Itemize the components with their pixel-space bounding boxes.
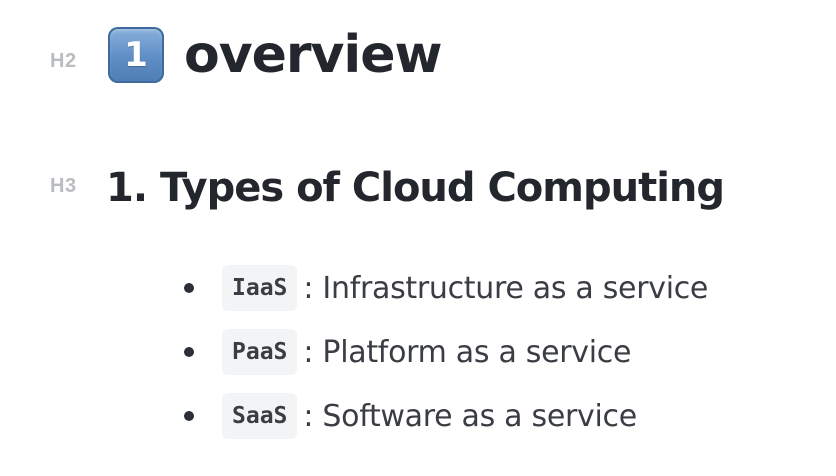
- inline-code: PaaS: [222, 329, 298, 375]
- list-item: IaaS : Infrastructure as a service: [180, 256, 708, 320]
- keycap-digit: 1: [124, 35, 148, 75]
- inline-code: IaaS: [222, 265, 298, 311]
- list-item: PaaS : Platform as a service: [180, 320, 708, 384]
- list-item-text: : Infrastructure as a service: [303, 270, 709, 306]
- section-heading: 1 overview: [108, 20, 443, 90]
- list-item-text: : Software as a service: [303, 398, 637, 434]
- inline-code: SaaS: [222, 393, 298, 439]
- bullet-icon: [184, 347, 194, 357]
- h2-marker: H2: [50, 50, 77, 72]
- bullet-icon: [184, 411, 194, 421]
- cloud-types-list: IaaS : Infrastructure as a service PaaS …: [180, 256, 708, 448]
- h3-marker: H3: [50, 175, 77, 197]
- list-item: SaaS : Software as a service: [180, 384, 708, 448]
- bullet-icon: [184, 283, 194, 293]
- subsection-title: 1. Types of Cloud Computing: [106, 165, 725, 211]
- keycap-one-icon: 1: [108, 27, 164, 83]
- list-item-text: : Platform as a service: [303, 334, 632, 370]
- section-title: overview: [184, 25, 443, 85]
